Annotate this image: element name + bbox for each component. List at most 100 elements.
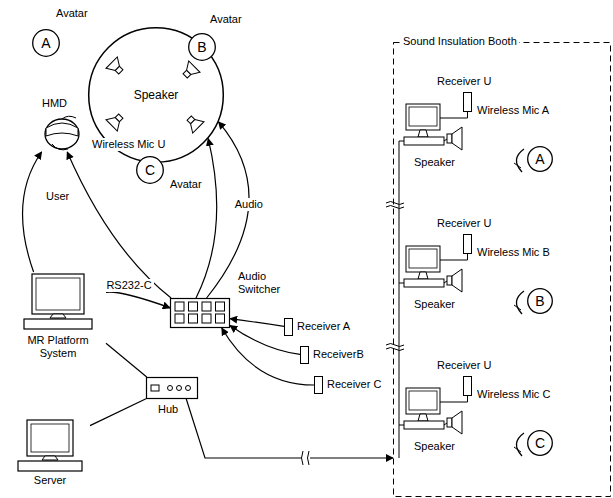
booth-lan-line bbox=[399, 141, 400, 458]
mic-boom bbox=[52, 144, 68, 150]
monitor bbox=[32, 274, 84, 314]
receiver-label: Receiver C bbox=[327, 378, 381, 391]
switch-port bbox=[175, 314, 184, 323]
connector bbox=[196, 139, 217, 298]
edge-label: Audio bbox=[233, 198, 265, 211]
switcher-label: Audio Switcher bbox=[238, 270, 294, 296]
receiver-box-shape bbox=[463, 376, 472, 396]
connector bbox=[90, 399, 146, 426]
avatar-label: Avatar bbox=[56, 7, 88, 20]
operator-letter: B bbox=[535, 293, 544, 309]
connector bbox=[106, 292, 170, 308]
head-outline bbox=[45, 119, 79, 149]
receiver-label: ReceiverB bbox=[313, 348, 364, 361]
box-outline bbox=[464, 377, 472, 396]
operator-circle: A bbox=[527, 146, 553, 172]
speaker-cone bbox=[106, 114, 123, 131]
operator-circle: C bbox=[527, 430, 553, 456]
edge-label: RS232-C bbox=[104, 279, 153, 292]
switch-port bbox=[216, 314, 225, 323]
speaker-cone bbox=[187, 116, 204, 133]
avatar-circle: BAvatar bbox=[188, 33, 216, 61]
pc-label: MR Platform System bbox=[10, 334, 106, 360]
circle-outline bbox=[528, 147, 553, 172]
connector bbox=[106, 343, 147, 377]
mic-label: Wireless Mic C bbox=[477, 388, 550, 401]
speaker-symbol bbox=[180, 61, 201, 82]
receiver-box: Receiver U bbox=[463, 234, 472, 254]
hub-led bbox=[168, 386, 173, 391]
receiver-box: ReceiverB bbox=[300, 346, 309, 364]
receiver-label: Receiver A bbox=[297, 320, 350, 333]
pc-label: Server bbox=[10, 474, 90, 487]
box-outline bbox=[285, 319, 293, 336]
speaker-label: Speaker bbox=[414, 298, 455, 311]
mic-label: Wireless Mic A bbox=[477, 104, 549, 117]
hub-outline bbox=[147, 378, 198, 399]
audio-switcher: Audio Switcher bbox=[170, 298, 230, 328]
avatar-circle: CAvatar bbox=[136, 156, 164, 184]
circle-outline bbox=[528, 289, 553, 314]
pc-base bbox=[24, 319, 92, 329]
speaker-label: Speaker bbox=[414, 440, 455, 453]
receiver-label: Receiver U bbox=[437, 75, 491, 88]
avatar-letter: B bbox=[197, 39, 206, 55]
switch-port bbox=[216, 302, 225, 311]
mr-platform-pc-shape bbox=[10, 272, 106, 334]
switch-port bbox=[189, 302, 198, 311]
break-mark bbox=[302, 451, 310, 465]
switcher-outline bbox=[171, 299, 230, 328]
hub-label: Hub bbox=[158, 403, 178, 416]
box-outline bbox=[315, 377, 323, 394]
speaker-cone bbox=[183, 61, 200, 78]
receiver-box-shape bbox=[463, 92, 472, 112]
receiver-label: Receiver U bbox=[437, 359, 491, 372]
speaker-symbol bbox=[184, 113, 205, 134]
monitor bbox=[27, 420, 73, 456]
avatar-circle: AAvatar bbox=[32, 29, 60, 57]
switch-port bbox=[202, 302, 211, 311]
receiver-box: Receiver U bbox=[463, 92, 472, 112]
receiver-box-shape bbox=[284, 318, 293, 336]
connector bbox=[23, 152, 42, 272]
speaker-symbol bbox=[106, 57, 127, 78]
break-mark bbox=[386, 344, 404, 351]
switch-port bbox=[202, 314, 211, 323]
avatar-label: Avatar bbox=[170, 178, 202, 191]
receiver-box: Receiver C bbox=[314, 376, 323, 394]
user-label: User bbox=[46, 190, 69, 203]
audio-switcher-shape bbox=[170, 298, 230, 328]
circle-outline bbox=[89, 28, 224, 163]
mic-label: Wireless Mic B bbox=[477, 246, 550, 259]
speaker-label: Speaker bbox=[134, 88, 179, 102]
network-hub-shape bbox=[146, 377, 198, 399]
hub-port bbox=[151, 385, 159, 391]
break-mark bbox=[386, 202, 404, 209]
box-outline bbox=[301, 347, 309, 364]
screen bbox=[31, 424, 69, 452]
connector bbox=[186, 399, 393, 458]
circle-outline bbox=[33, 30, 60, 57]
hmd-strap bbox=[62, 116, 76, 119]
speaker-symbol bbox=[106, 111, 127, 132]
pc-base bbox=[18, 461, 82, 471]
screen bbox=[36, 278, 80, 310]
avatar-label: Avatar bbox=[210, 13, 242, 26]
switch-port bbox=[175, 302, 184, 311]
mr-platform-pc: MR Platform System bbox=[10, 272, 106, 360]
hmd-headset: HMDWireless Mic U bbox=[38, 112, 84, 152]
receiver-box-shape bbox=[314, 376, 323, 394]
receiver-box-shape bbox=[463, 234, 472, 254]
receiver-label: Receiver U bbox=[437, 217, 491, 230]
monitor-stand bbox=[50, 314, 66, 318]
avatar-letter: A bbox=[41, 35, 50, 51]
operator-circle: B bbox=[527, 288, 553, 314]
hmd-visor bbox=[46, 123, 78, 136]
hmd-label: HMD bbox=[42, 97, 67, 110]
circle-outline bbox=[137, 157, 164, 184]
hub-led bbox=[177, 386, 182, 391]
booth-title: Sound Insulation Booth bbox=[401, 35, 519, 48]
switch-port bbox=[189, 314, 198, 323]
mic-label: Wireless Mic U bbox=[90, 138, 167, 151]
